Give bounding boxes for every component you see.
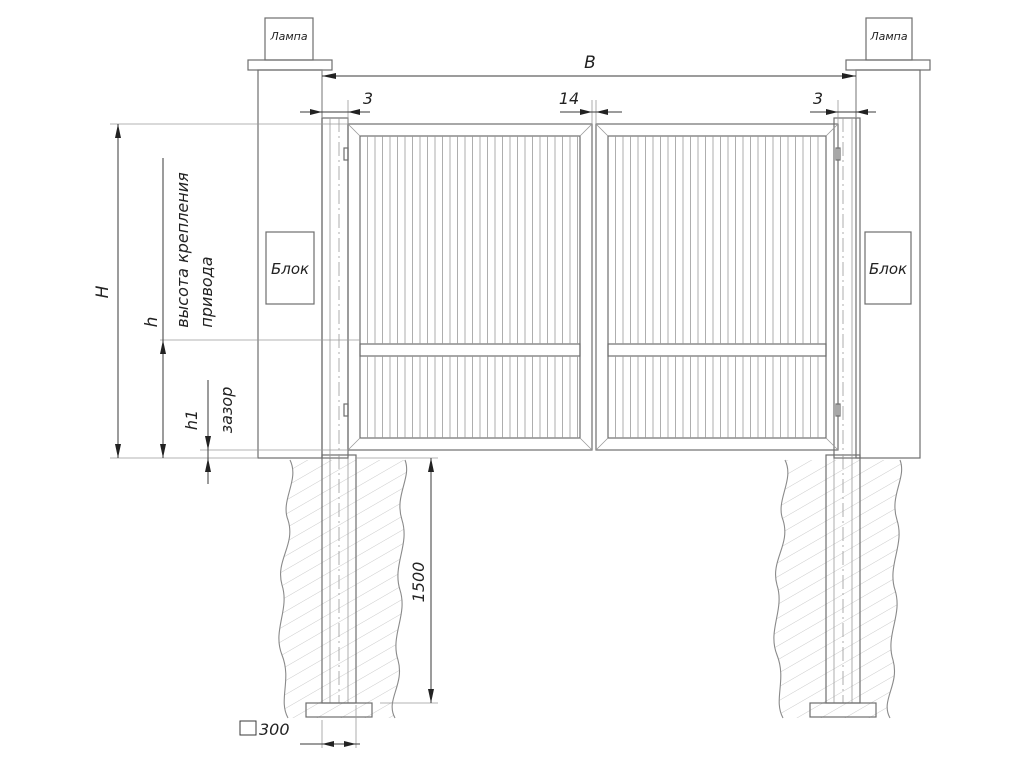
dimension-gap-right: 3	[810, 89, 876, 115]
hinge-left-top	[343, 147, 349, 161]
hinge-left-bottom	[343, 403, 349, 417]
dimension-h1-label: h1	[182, 410, 201, 430]
dimension-gap-left-label: 3	[363, 89, 373, 108]
hinge-right-top	[835, 147, 841, 161]
dimension-post-size-label: 300	[259, 720, 290, 739]
soil-left	[278, 459, 408, 719]
drive-height-line2: привода	[197, 256, 216, 327]
gate-post-right	[833, 117, 861, 459]
dimension-h-label: h	[142, 317, 162, 328]
lamp-left-label: Лампа	[269, 30, 308, 43]
gate-leaf-right	[595, 123, 841, 451]
dimension-gap-center-label: 14	[559, 89, 579, 108]
pillar-right	[845, 59, 931, 459]
pillar-left	[247, 59, 333, 459]
dimension-gap-left: 3	[300, 89, 373, 115]
lamp-right-label: Лампа	[869, 30, 908, 43]
lamp-left: Лампа	[264, 17, 314, 61]
lamp-right: Лампа	[865, 17, 913, 61]
hinge-right-bottom	[835, 403, 841, 417]
clearance-label: зазор	[217, 387, 236, 434]
soil-right	[773, 459, 903, 719]
dimension-H-label: H	[93, 285, 113, 298]
dimension-B-label: B	[584, 53, 596, 73]
dimension-h: h высота крепления привода	[142, 158, 216, 458]
block-left-label: Блок	[271, 260, 309, 278]
block-left: Блок	[265, 231, 315, 305]
slats-right	[615, 136, 819, 438]
dimension-gap-right-label: 3	[813, 89, 823, 108]
block-right: Блок	[864, 231, 912, 305]
dimension-H: H	[93, 124, 121, 458]
block-right-label: Блок	[869, 260, 907, 278]
drive-height-line1: высота крепления	[173, 172, 192, 328]
dimension-post-size: 300	[239, 720, 360, 747]
dimension-depth: 1500	[409, 458, 434, 703]
gate-leaf-left	[343, 123, 593, 451]
slats-left	[367, 136, 578, 438]
extension-lines	[110, 70, 857, 748]
square-symbol-icon	[239, 720, 257, 736]
dimension-h1: h1 зазор	[182, 380, 236, 484]
dimension-gap-center: 14	[559, 89, 622, 115]
dimension-B: B	[322, 53, 856, 79]
dimension-depth-label: 1500	[409, 562, 428, 603]
